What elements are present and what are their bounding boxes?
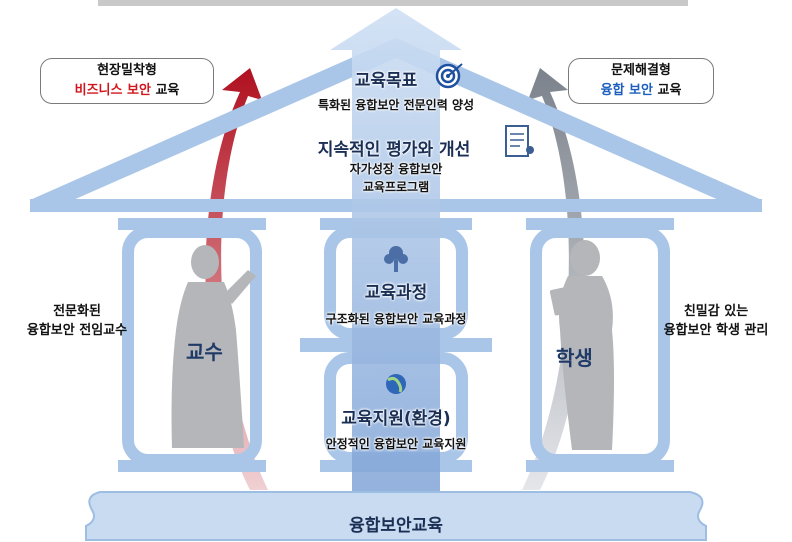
goal-subtitle: 특화된 융합보안 전문인력 양성 (317, 98, 475, 112)
professor-label: 교수 (186, 340, 223, 364)
left-side-label: 전문화된 융합보안 전임교수 (26, 304, 128, 338)
tree-icon (384, 246, 408, 272)
box-onsite-business-security: 현장밀착형 비즈니스 보안 교육 (40, 58, 214, 104)
target-icon (435, 63, 463, 89)
business-security-highlight: 비즈니스 보안 (74, 83, 151, 98)
support-subtitle: 안정적인 융합보안 교육지원 (325, 437, 467, 451)
curriculum-subtitle: 구조화된 융합보안 교육과정 (325, 312, 467, 326)
top-bar (98, 0, 688, 6)
student-label: 학생 (556, 346, 593, 370)
evaluation-chart-icon (505, 125, 534, 157)
box-right-line2: 융합 보안 교육 (600, 83, 682, 98)
convergence-security-highlight: 융합 보안 (600, 83, 653, 98)
curriculum-title: 교육과정 (364, 283, 428, 303)
box-left-line2: 비즈니스 보안 교육 (74, 83, 180, 98)
student-figure (549, 240, 614, 450)
box-left-line1: 현장밀착형 (97, 63, 157, 78)
base-label: 융합보안교육 (349, 516, 443, 536)
box-right-line1: 문제해결형 (611, 63, 671, 78)
base-scroll (85, 491, 707, 541)
evaluation-sub2: 교육프로그램 (362, 180, 430, 194)
evaluation-sub1: 자가성장 융합보안 (349, 162, 443, 176)
goal-title: 교육목표 (354, 71, 418, 91)
support-title: 교육지원(환경) (341, 409, 451, 429)
evaluation-title: 지속적인 평가와 개선 (317, 140, 471, 160)
pillar-right (526, 218, 674, 472)
globe-icon (386, 374, 406, 394)
pillar-left (118, 218, 266, 472)
right-side-label: 친밀감 있는 융합보안 학생 관리 (663, 304, 769, 338)
professor-figure (171, 245, 256, 448)
box-problem-solving-convergence: 문제해결형 융합 보안 교육 (568, 58, 714, 104)
